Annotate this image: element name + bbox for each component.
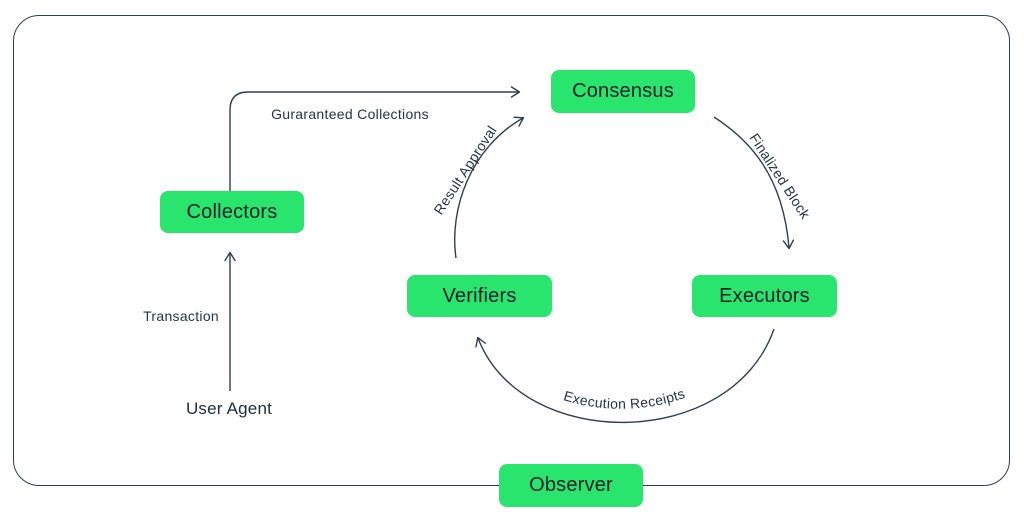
executors-node: Executors [692,275,837,317]
user-agent-label: User Agent [185,399,273,418]
guaranteed-collections-label: Guraranteed Collections [271,106,429,122]
verifiers-node: Verifiers [407,275,552,317]
collectors-node: Collectors [160,191,304,233]
transaction-label: Transaction [143,308,219,324]
observer-node: Observer [499,464,643,507]
consensus-node: Consensus [551,70,695,113]
